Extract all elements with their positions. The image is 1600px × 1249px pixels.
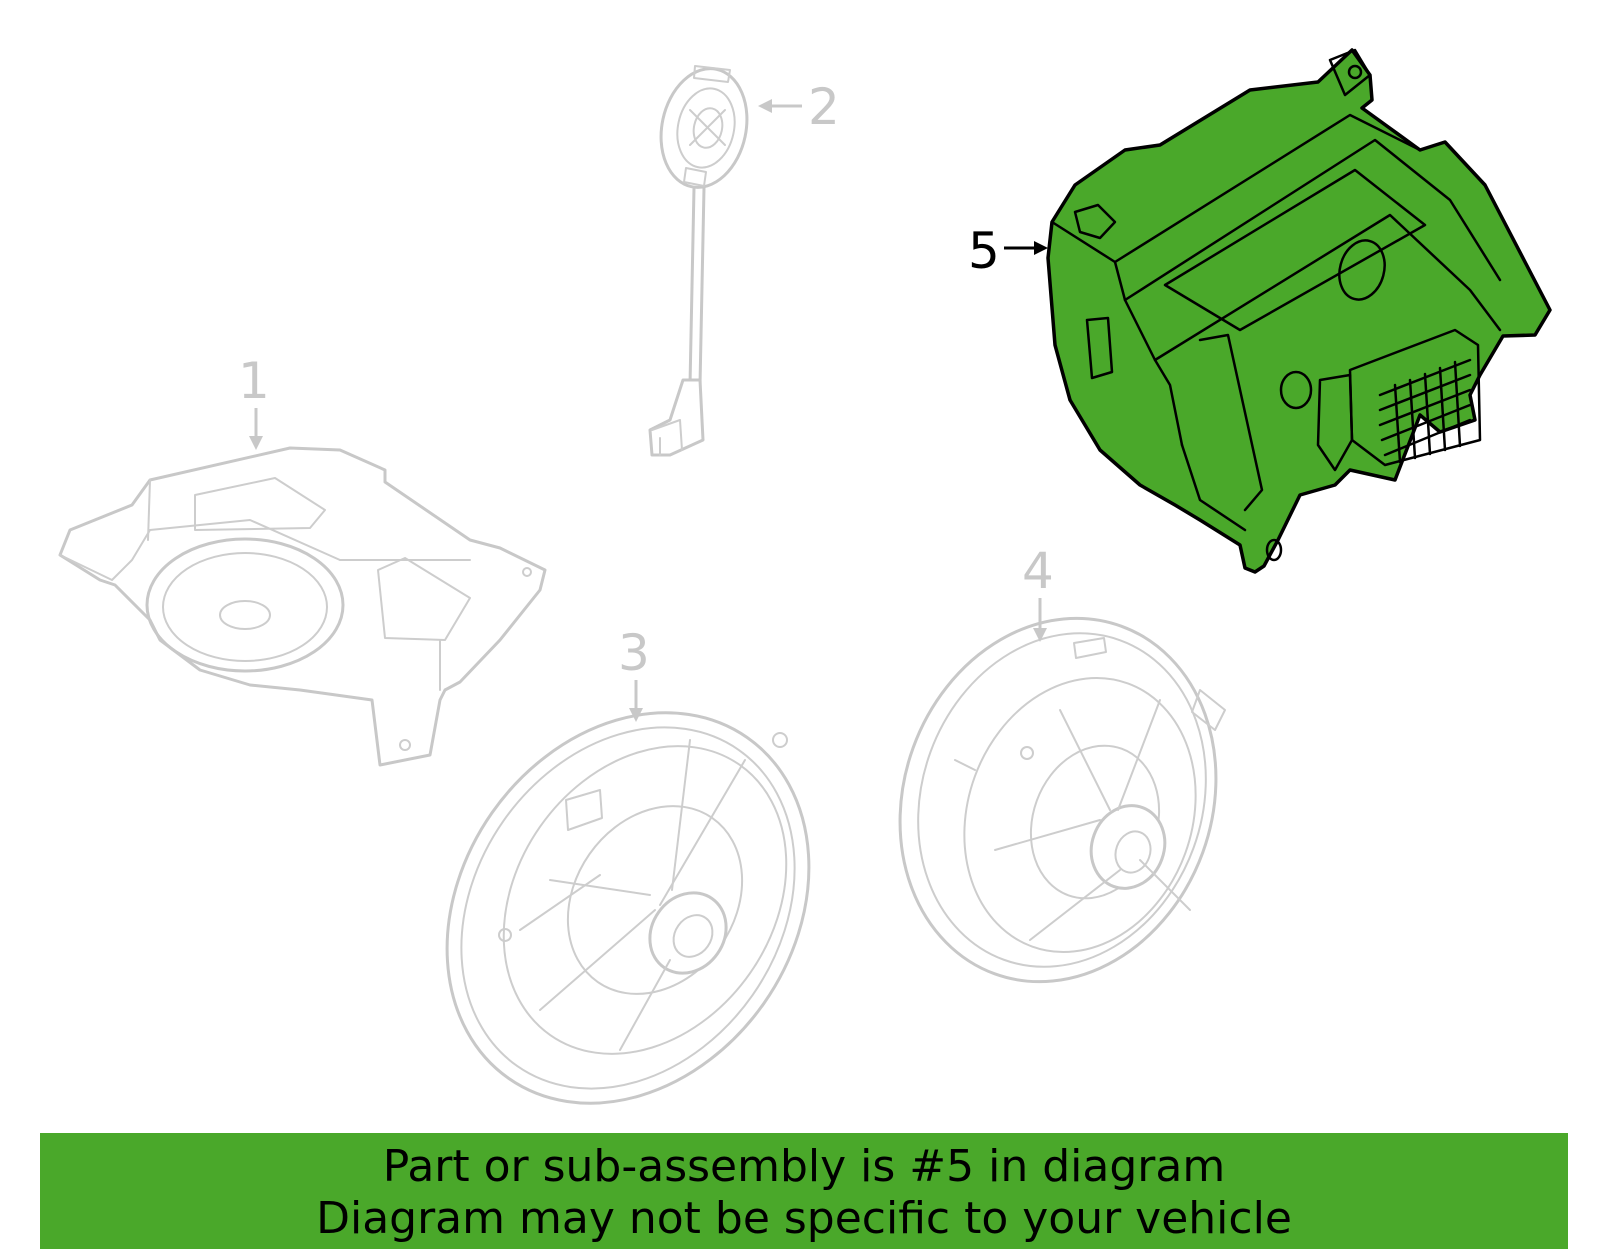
part-5-amplifier[interactable]: 5: [968, 48, 1552, 574]
callout-3-label: 3: [618, 624, 650, 682]
caption-line-disclaimer: Diagram may not be specific to your vehi…: [316, 1193, 1292, 1244]
door-speaker-icon: [445, 711, 811, 1105]
callout-1-label: 1: [238, 352, 270, 410]
callout-2-label: 2: [808, 78, 840, 136]
part-1-subwoofer[interactable]: 1: [58, 352, 547, 767]
door-speaker-icon: [898, 616, 1226, 984]
callout-4-label: 4: [1022, 542, 1054, 600]
callout-5-label: 5: [968, 222, 1000, 280]
caption-banner: Part or sub-assembly is #5 in diagram Di…: [40, 1133, 1568, 1249]
subwoofer-speaker-icon: [58, 446, 547, 767]
amplifier-module-icon: [1046, 48, 1552, 574]
part-4-door-speaker[interactable]: 4: [850, 542, 1266, 1027]
part-2-tweeter[interactable]: 2: [648, 61, 840, 457]
part-3-door-speaker[interactable]: 3: [373, 624, 884, 1174]
tweeter-speaker-icon: [648, 65, 749, 457]
caption-line-part: Part or sub-assembly is #5 in diagram: [382, 1141, 1226, 1192]
